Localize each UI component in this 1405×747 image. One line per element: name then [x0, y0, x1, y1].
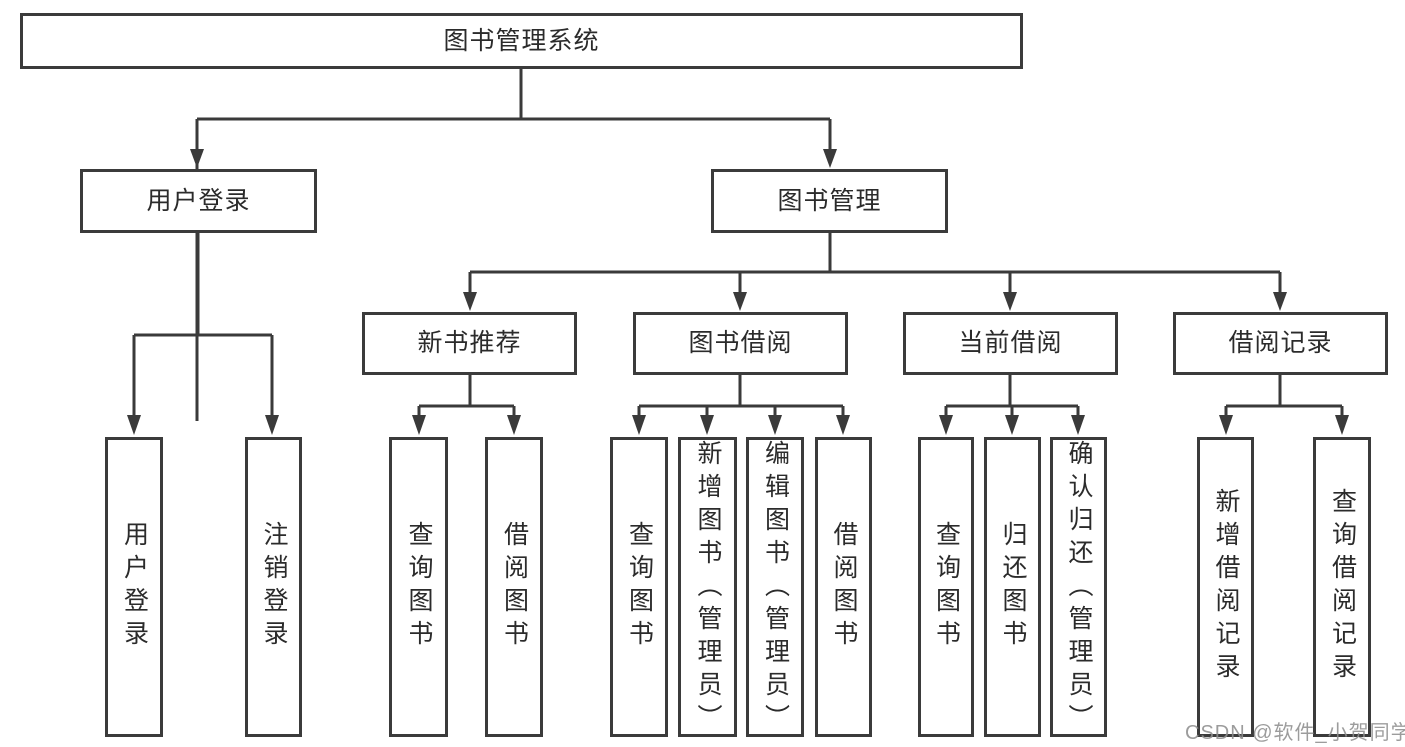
arrowhead	[823, 149, 837, 168]
csdn-watermark: CSDN @软件_小贺同学	[1185, 722, 1405, 744]
node-user-login: 用户登录	[80, 169, 317, 233]
node-borrowing-records: 借阅记录	[1173, 312, 1388, 375]
arrowhead	[463, 292, 477, 311]
leaf-user-login: 用户登录	[105, 437, 163, 737]
connector-borrow-branch	[637, 375, 845, 419]
node-book-management: 图书管理	[711, 169, 948, 233]
arrowhead	[700, 415, 714, 435]
node-label: 用户登录	[120, 521, 149, 653]
node-root-system: 图书管理系统	[20, 13, 1023, 69]
node-label: 借阅记录	[1228, 329, 1333, 357]
arrowhead	[1005, 415, 1019, 435]
node-new-book-recommend: 新书推荐	[362, 312, 577, 375]
node-label: 查询图书	[625, 521, 654, 653]
connector-newbooks-branch	[417, 375, 516, 419]
leaf-query-books: 查询图书	[389, 437, 448, 737]
connector-login-branch	[132, 233, 274, 419]
node-label: 查询图书	[932, 521, 961, 653]
node-label: 当前借阅	[958, 329, 1063, 357]
node-label: 注销登录	[260, 521, 288, 653]
leaf-add-borrow-record: 新增借阅记录	[1197, 437, 1254, 737]
node-label: 查询图书	[405, 521, 433, 653]
leaf-add-books-admin: 新增图书（管理员）	[678, 437, 737, 737]
arrowhead	[1335, 415, 1349, 435]
arrowhead	[1273, 292, 1287, 311]
node-label: 借阅图书	[830, 521, 858, 653]
node-label: 图书管理	[777, 186, 882, 215]
node-book-borrowing: 图书借阅	[633, 312, 848, 375]
leaf-confirm-return-admin: 确认归还（管理员）	[1050, 437, 1107, 737]
arrowhead	[127, 415, 141, 435]
leaf-query-books: 查询图书	[918, 437, 974, 737]
arrowhead	[1219, 415, 1233, 435]
arrowhead	[412, 415, 426, 435]
connector-current-branch	[944, 375, 1080, 419]
connector-records-branch	[1224, 375, 1344, 419]
leaf-query-books: 查询图书	[610, 437, 668, 737]
node-label: 查询借阅记录	[1328, 488, 1357, 686]
node-label: 新增图书（管理员）	[694, 440, 722, 737]
node-label: 编辑图书（管理员）	[761, 440, 790, 737]
arrowhead	[733, 292, 747, 311]
node-label: 图书管理系统	[443, 26, 600, 55]
connector-mgmt-branch	[468, 233, 1282, 296]
node-label: 新增借阅记录	[1212, 488, 1240, 686]
arrowhead	[939, 415, 953, 435]
node-current-borrowing: 当前借阅	[903, 312, 1118, 375]
leaf-borrow-books: 借阅图书	[485, 437, 543, 737]
arrowhead	[507, 415, 521, 435]
leaf-borrow-books: 借阅图书	[815, 437, 872, 737]
connector-root-drops	[195, 119, 832, 153]
arrowhead	[632, 415, 646, 435]
arrowhead	[768, 415, 782, 435]
leaf-edit-books-admin: 编辑图书（管理员）	[746, 437, 804, 737]
node-label: 新书推荐	[417, 329, 522, 357]
node-label: 用户登录	[146, 186, 251, 215]
leaf-logout: 注销登录	[245, 437, 302, 737]
arrowhead	[190, 149, 204, 168]
leaf-query-borrow-record: 查询借阅记录	[1313, 437, 1371, 737]
arrowhead	[1003, 292, 1017, 311]
arrowhead	[836, 415, 850, 435]
node-label: 确认归还（管理员）	[1065, 440, 1093, 737]
arrowhead	[1071, 415, 1085, 435]
node-label: 借阅图书	[500, 521, 529, 653]
arrowhead	[265, 415, 279, 435]
leaf-return-books: 归还图书	[984, 437, 1041, 737]
node-label: 归还图书	[999, 521, 1027, 653]
node-label: 图书借阅	[688, 329, 793, 357]
